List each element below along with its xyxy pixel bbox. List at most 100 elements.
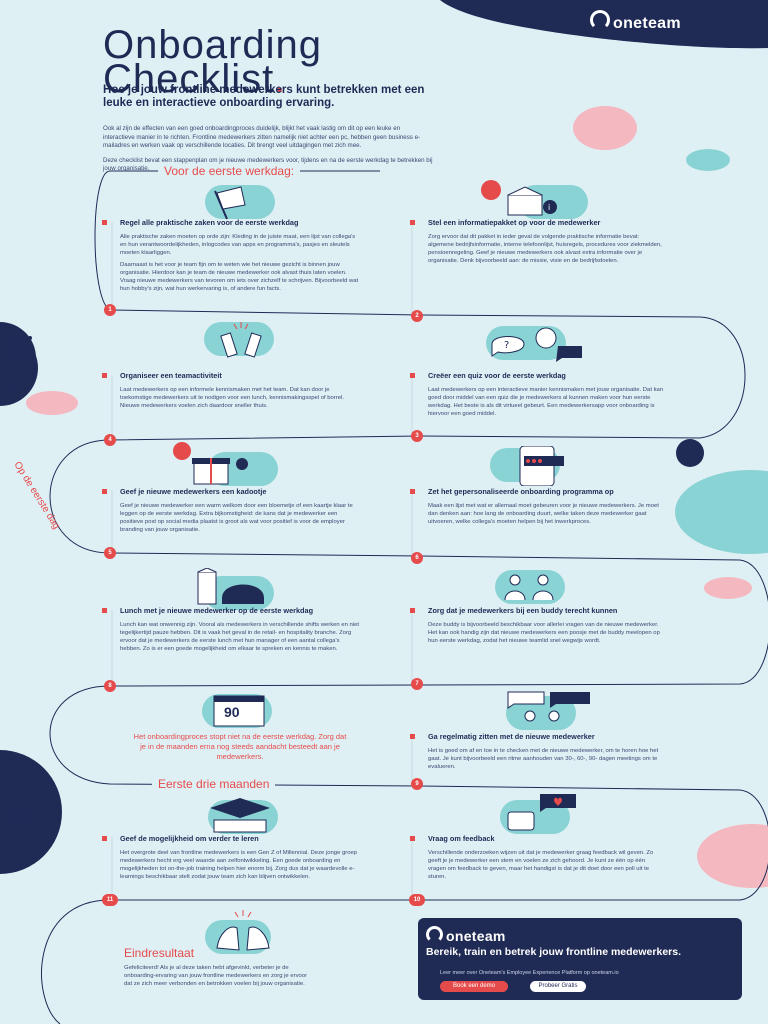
graduation-icon [210, 798, 270, 833]
pink-circle-top [573, 106, 637, 150]
step-number-6: 6 [411, 552, 423, 564]
package-icon: i [507, 186, 557, 216]
left-navy-circle-1b [0, 322, 36, 394]
buddy-icon [504, 574, 554, 601]
step-marker [102, 836, 107, 841]
step-marker [410, 608, 415, 613]
pink-circle-bottom-right [697, 824, 768, 888]
navy-dot-right [676, 439, 704, 467]
step-title: Organiseer een teamactiviteit [120, 371, 222, 380]
step-body: Het overgrote deel van frontline medewer… [120, 850, 358, 880]
step-number-4: 4 [104, 434, 116, 446]
step-number-9: 9 [411, 778, 423, 790]
teal-circle-right [675, 470, 768, 554]
title-line-1: Onboarding [103, 23, 323, 67]
step-title: Stel een informatiepakket op voor de med… [428, 218, 601, 227]
section-result: Eindresultaat [118, 946, 201, 960]
step-title: Creëer een quiz voor de eerste werkdag [428, 371, 566, 380]
step-marker [410, 836, 415, 841]
title-line-2: Checklist [103, 57, 275, 101]
step-card-3: Creëer een quiz voor de eerste werkdag L… [410, 371, 664, 422]
step-number-8: 8 [104, 680, 116, 692]
step-card-1: Regel alle praktische zaken voor de eers… [102, 218, 360, 297]
step-title: Geef de mogelijkheid om verder te leren [120, 834, 259, 843]
lunch-icon [197, 568, 264, 605]
cta-subtext: Leer meer over Oneteam's Employee Experi… [440, 970, 619, 976]
logo-icon [590, 10, 610, 30]
subtitle: Hoe je jouw frontline medewerkers kunt b… [103, 84, 425, 109]
step-body: Deze buddy is bijvoorbeeld beschikbaar v… [428, 622, 660, 644]
step-number-1: 1 [104, 304, 116, 316]
step-card-7: Zorg dat je medewerkers bij een buddy te… [410, 606, 664, 649]
meeting-icon [507, 691, 590, 722]
step-card-2: Stel een informatiepakket op voor de med… [410, 218, 664, 269]
step-body: Het is goed om af en toe in te checken m… [428, 748, 659, 770]
step-body: Maak een lijst met wat er allemaal moet … [428, 503, 659, 525]
cheers-icon [220, 322, 262, 358]
svg-text:?: ? [504, 340, 509, 351]
step-title: Vraag om feedback [428, 834, 495, 843]
step-number-10: 10 [409, 894, 425, 906]
step-marker [102, 608, 107, 613]
step-card-9: Ga regelmatig zitten met de nieuwe medew… [410, 732, 664, 775]
step-body: Zorg ervoor dat dit pakket in ieder geva… [428, 234, 662, 264]
step-title: Zet het gepersonaliseerde onboarding pro… [428, 487, 614, 496]
pink-circle-left [26, 391, 78, 415]
result-text: Gefeliciteerd! Als je al deze taken hebt… [124, 965, 308, 987]
svg-text:i: i [548, 203, 550, 212]
brand-name: oneteam [613, 15, 681, 32]
brand-logo[interactable]: oneteam [590, 10, 681, 33]
dot-grid-left-top [12, 336, 32, 356]
teal-circle-top [686, 149, 730, 171]
step-marker [102, 220, 107, 225]
step-marker [410, 373, 415, 378]
phone-icon [519, 446, 564, 486]
step-card-5: Geef je nieuwe medewerkers een kadootje … [102, 487, 360, 538]
book-demo-button[interactable]: Book een demo [440, 981, 508, 992]
icon-bg [204, 322, 274, 356]
step-marker [410, 734, 415, 739]
pink-circle-right [704, 577, 752, 599]
step-body: Laat medewerkers op een informele kennis… [120, 387, 344, 409]
step-number-7: 7 [411, 678, 423, 690]
note-text: Het onboardingproces stopt niet na de ee… [133, 732, 347, 761]
feedback-icon [507, 794, 576, 831]
step-marker [102, 489, 107, 494]
cta-brand[interactable]: oneteam [426, 926, 506, 944]
step-card-6: Zet het gepersonaliseerde onboarding pro… [410, 487, 664, 530]
step-title: Lunch met je nieuwe medewerker op de eer… [120, 606, 314, 615]
step-body: Daarnaast is het voor je team fijn om te… [120, 262, 359, 292]
cta-headline: Bereik, train en betrek jouw frontline m… [426, 946, 681, 958]
step-body: Laat medewerkers op een interactieve man… [428, 387, 664, 417]
calendar-icon [213, 695, 265, 727]
step-number-5: 5 [104, 547, 116, 559]
track-line [41, 170, 768, 1024]
high-five-icon [216, 910, 270, 951]
gift-icon [192, 458, 248, 485]
cta-brand-name: oneteam [446, 928, 506, 944]
flag-icon [214, 186, 246, 220]
step-card-11: Geef de mogelijkheid om verder te leren … [102, 834, 360, 885]
step-title: Regel alle praktische zaken voor de eers… [120, 218, 299, 227]
step-body: Alle praktische zaken moeten op orde zij… [120, 234, 356, 256]
red-dot-top [481, 180, 501, 200]
quiz-icon: ? [491, 327, 582, 362]
step-marker [410, 489, 415, 494]
cta-box: oneteam Bereik, train en betrek jouw fro… [418, 918, 742, 1000]
section-before-first-day: Voor de eerste werkdag: [158, 164, 301, 178]
try-free-button[interactable]: Probeer Gratis [530, 981, 586, 992]
step-card-8: Lunch met je nieuwe medewerker op de eer… [102, 606, 360, 657]
step-card-4: Organiseer een teamactiviteit Laat medew… [102, 371, 360, 414]
step-title: Ga regelmatig zitten met de nieuwe medew… [428, 732, 595, 741]
step-card-10: Vraag om feedback Verschillende onderzoe… [410, 834, 664, 885]
step-number-11: 11 [102, 894, 118, 906]
intro-paragraph-2: Deze checklist bevat een stappenplan om … [103, 156, 433, 173]
title-dot: . [274, 57, 287, 101]
dot-grid-left-bottom [12, 808, 32, 820]
logo-icon [426, 926, 443, 943]
step-marker [410, 220, 415, 225]
page-title: Onboarding Checklist. [103, 25, 322, 99]
intro-text: Ook al zijn de effecten van een goed onb… [103, 125, 433, 180]
section-first-three-months: Eerste drie maanden [152, 777, 276, 791]
